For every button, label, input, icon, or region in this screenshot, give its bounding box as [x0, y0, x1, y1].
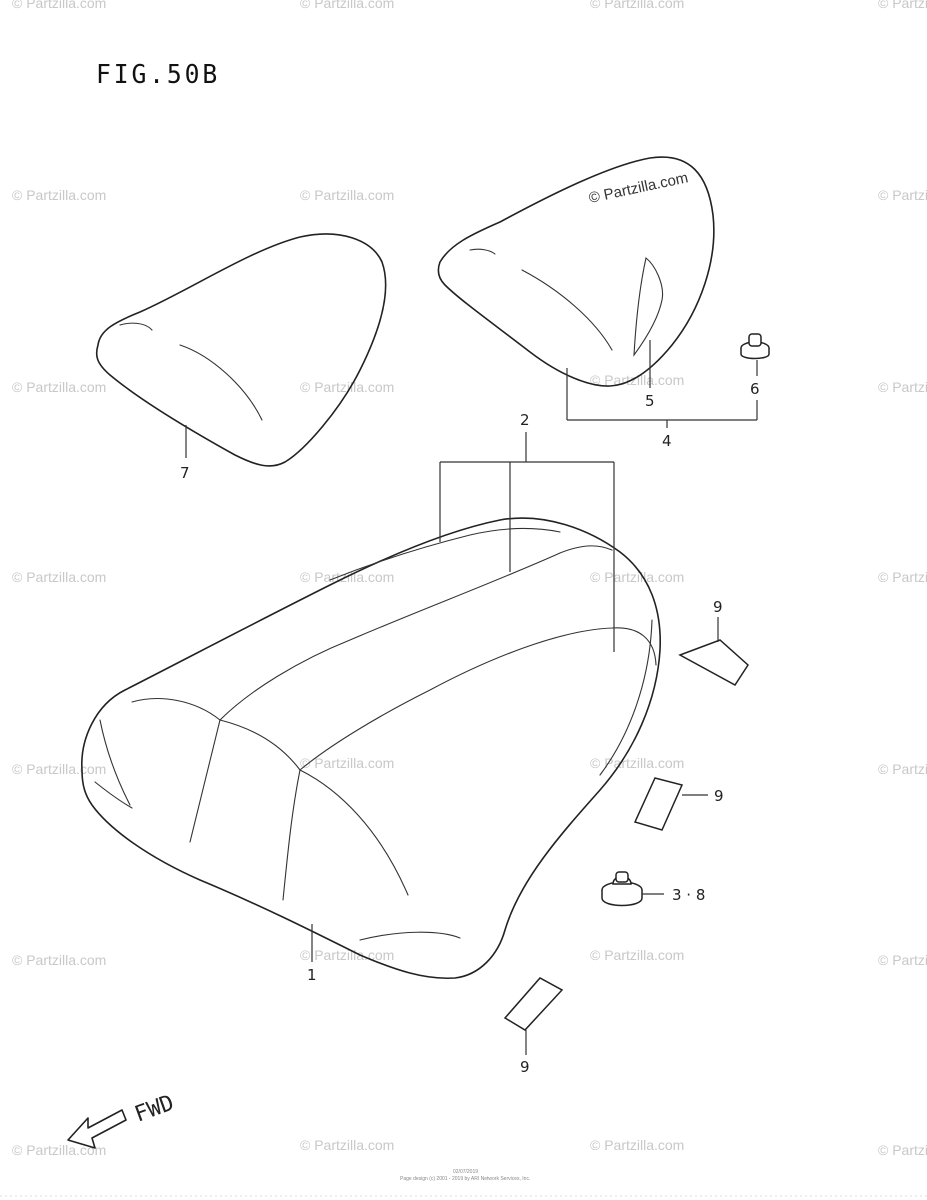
part-3-8-cushion[interactable]: 3 · 8: [601, 871, 705, 907]
watermark: © Partzilla.com: [300, 379, 394, 395]
watermark: © Partzilla.com: [878, 952, 927, 968]
watermark: © Partzilla.com: [878, 379, 927, 395]
part-4-rear-seat[interactable]: © Partzilla.com 5 4: [437, 156, 758, 450]
callout-6: 6: [750, 380, 760, 398]
watermark: © Partzilla.com: [300, 1137, 394, 1153]
watermark: © Partzilla.com: [12, 0, 106, 11]
watermark: © Partzilla.com: [300, 0, 394, 11]
watermark: © Partzilla.com: [300, 755, 394, 771]
watermark: © Partzilla.com: [590, 569, 684, 585]
part-7-seat-cowl[interactable]: 7: [95, 233, 387, 482]
callout-3-8: 3 · 8: [672, 886, 705, 904]
watermark-grid: © Partzilla.com © Partzilla.com © Partzi…: [12, 0, 927, 1158]
watermark: © Partzilla.com: [12, 379, 106, 395]
watermark: © Partzilla.com: [12, 1142, 106, 1158]
watermark: © Partzilla.com: [590, 1137, 684, 1153]
watermark: © Partzilla.com: [878, 761, 927, 777]
watermark: © Partzilla.com: [878, 1142, 927, 1158]
watermark: © Partzilla.com: [12, 569, 106, 585]
watermark: © Partzilla.com: [878, 0, 927, 11]
part-9-pad-top[interactable]: 9: [678, 598, 749, 686]
part-6-cushion[interactable]: 6: [740, 333, 770, 398]
callout-9-top: 9: [713, 598, 723, 616]
forward-direction-indicator: FWD: [67, 1091, 178, 1149]
footer-date: 02/07/2019: [453, 1169, 478, 1175]
footer: 02/07/2019 Page design (c) 2001 - 2019 b…: [0, 1169, 927, 1197]
watermark: © Partzilla.com: [590, 947, 684, 963]
callout-7: 7: [180, 464, 190, 482]
callout-4: 4: [662, 432, 672, 450]
fwd-label: FWD: [132, 1091, 178, 1128]
watermark: © Partzilla.com: [300, 187, 394, 203]
callout-2: 2: [520, 411, 530, 429]
callout-9-middle: 9: [714, 787, 724, 805]
footer-copyright: Page design (c) 2001 - 2019 by ARI Netwo…: [400, 1176, 530, 1182]
part-9-pad-bottom[interactable]: 9: [503, 977, 564, 1076]
callout-9-bottom: 9: [520, 1058, 530, 1076]
callout-1: 1: [307, 966, 317, 984]
part-1-front-seat[interactable]: 2 1: [81, 411, 661, 984]
figure-title: FIG.50B: [96, 60, 221, 90]
watermark: © Partzilla.com: [590, 755, 684, 771]
watermark: © Partzilla.com: [12, 761, 106, 777]
watermark: © Partzilla.com: [590, 372, 684, 388]
watermark: © Partzilla.com: [590, 0, 684, 11]
watermark-inside: © Partzilla.com: [587, 169, 689, 207]
watermark: © Partzilla.com: [12, 952, 106, 968]
part-9-pad-middle[interactable]: 9: [633, 777, 724, 831]
watermark: © Partzilla.com: [12, 187, 106, 203]
watermark: © Partzilla.com: [878, 187, 927, 203]
callout-5: 5: [645, 392, 655, 410]
watermark: © Partzilla.com: [878, 569, 927, 585]
